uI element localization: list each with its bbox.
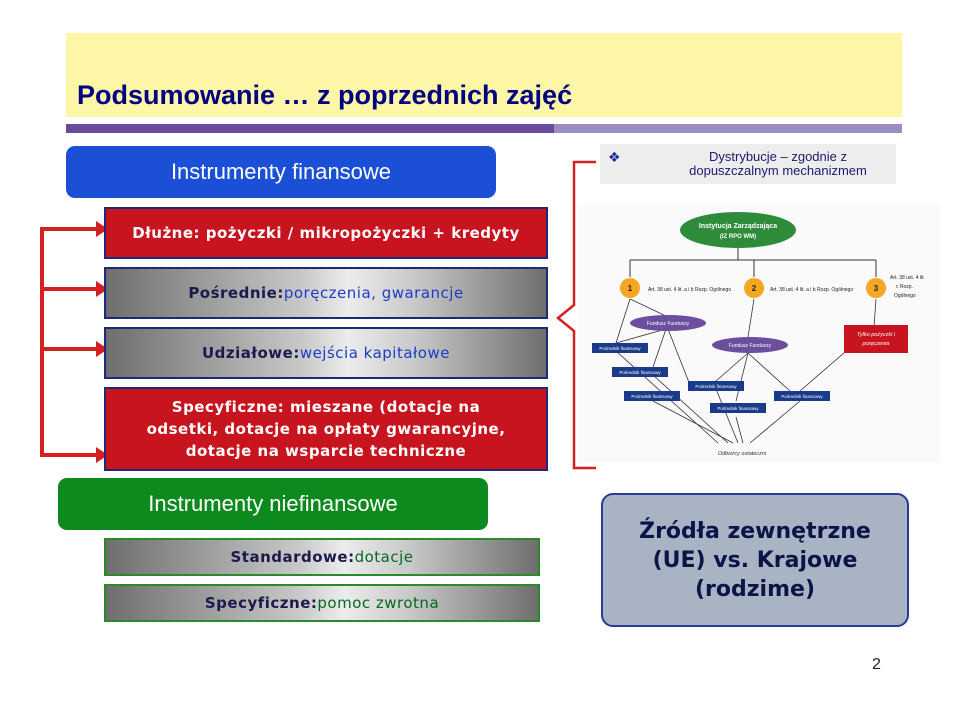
sources-line-1: Źródła zewnętrzne bbox=[639, 518, 871, 544]
org-intermediary-2: Pośrednik finansowy bbox=[619, 370, 661, 375]
org-top-sub: (IZ RPO WM) bbox=[720, 234, 756, 240]
org-node-1: 1 bbox=[628, 284, 633, 293]
org-fund-1: Fundusz Funduszy bbox=[647, 321, 690, 327]
specific-line-2: odsetki, dotacje na opłaty gwarancyjne, bbox=[146, 420, 506, 438]
org-only-loans-1: Tylko pożyczki i bbox=[857, 332, 896, 338]
equity-instruments-box: Udziałowe: wejścia kapitałowe bbox=[104, 327, 548, 379]
specific-line-3: dotacje na wsparcie techniczne bbox=[185, 442, 467, 460]
org-intermediary-4: Pośrednik finansowy bbox=[695, 384, 737, 389]
org-top-label: Instytucja Zarządzająca bbox=[699, 223, 777, 230]
specific-instruments-box: Specyficzne: mieszane (dotacje na odsetk… bbox=[104, 387, 548, 471]
org-art-3c: Ogólnego bbox=[894, 293, 916, 299]
title-band bbox=[66, 33, 902, 117]
specific-nonfinancial-box: Specyficzne: pomoc zwrotna bbox=[104, 584, 540, 622]
org-fund-2: Fundusz Funduszy bbox=[729, 343, 772, 349]
indirect-label: Pośrednie: bbox=[188, 284, 284, 302]
org-node-3: 3 bbox=[874, 284, 879, 293]
equity-value: wejścia kapitałowe bbox=[299, 344, 450, 362]
org-intermediary-5: Pośrednik finansowy bbox=[717, 406, 759, 411]
standard-instruments-box: Standardowe: dotacje bbox=[104, 538, 540, 576]
right-bracket bbox=[556, 160, 596, 470]
slide-title: Podsumowanie … z poprzednich zajęć bbox=[77, 80, 573, 110]
sources-line-3: (rodzime) bbox=[694, 576, 815, 602]
org-intermediary-1: Pośrednik finansowy bbox=[599, 346, 641, 351]
distribution-note-box bbox=[600, 144, 896, 184]
funding-sources-box: Źródła zewnętrzne (UE) vs. Krajowe (rodz… bbox=[601, 493, 909, 627]
org-art-3b: c Rozp. bbox=[896, 284, 913, 290]
specific-nf-value: pomoc zwrotna bbox=[317, 594, 440, 612]
debt-instruments-box: Dłużne: pożyczki / mikropożyczki + kredy… bbox=[104, 207, 548, 259]
bracket-arrows bbox=[40, 221, 108, 463]
nonfinancial-instruments-header: Instrumenty niefinansowe bbox=[58, 478, 488, 530]
org-intermediary-6: Pośrednik finansowy bbox=[781, 394, 823, 399]
equity-label: Udziałowe: bbox=[202, 344, 300, 362]
specific-line-1: Specyficzne: mieszane (dotacje na bbox=[171, 398, 481, 416]
sources-line-2: (UE) vs. Krajowe bbox=[652, 547, 858, 573]
distribution-note: Dystrybucje – zgodnie z dopuszczalnym me… bbox=[689, 149, 867, 178]
org-intermediary-3: Pośrednik finansowy bbox=[631, 394, 673, 399]
specific-nf-label: Specyficzne: bbox=[204, 594, 318, 612]
diamond-bullet-icon: ❖ bbox=[608, 150, 621, 166]
org-node-2: 2 bbox=[752, 284, 757, 293]
indirect-instruments-box: Pośrednie: poręczenia, gwarancje bbox=[104, 267, 548, 319]
org-final-recipients: Odbiorcy ostateczni bbox=[718, 451, 767, 457]
title-rule-dark bbox=[66, 124, 554, 133]
standard-label: Standardowe: bbox=[230, 548, 355, 566]
org-art-1: Art. 38 ust. 4 lit. a i b Rozp. Ogólnego bbox=[648, 287, 731, 293]
org-art-3a: Art. 38 ust. 4 lit. bbox=[890, 275, 925, 281]
indirect-value: poręczenia, gwarancje bbox=[283, 284, 464, 302]
financial-instruments-header: Instrumenty finansowe bbox=[66, 146, 496, 198]
debt-instruments-text: Dłużne: pożyczki / mikropożyczki + kredy… bbox=[132, 224, 520, 242]
org-only-loans-2: poręczenia bbox=[862, 341, 890, 347]
standard-value: dotacje bbox=[354, 548, 414, 566]
title-rule-light bbox=[554, 124, 902, 133]
page-number: 2 bbox=[872, 656, 881, 673]
org-art-2: Art. 38 ust. 4 lit. a i b Rozp. Ogólnego bbox=[770, 287, 853, 293]
distribution-org-chart: Instytucja Zarządzająca (IZ RPO WM) 1 Ar… bbox=[578, 205, 940, 463]
